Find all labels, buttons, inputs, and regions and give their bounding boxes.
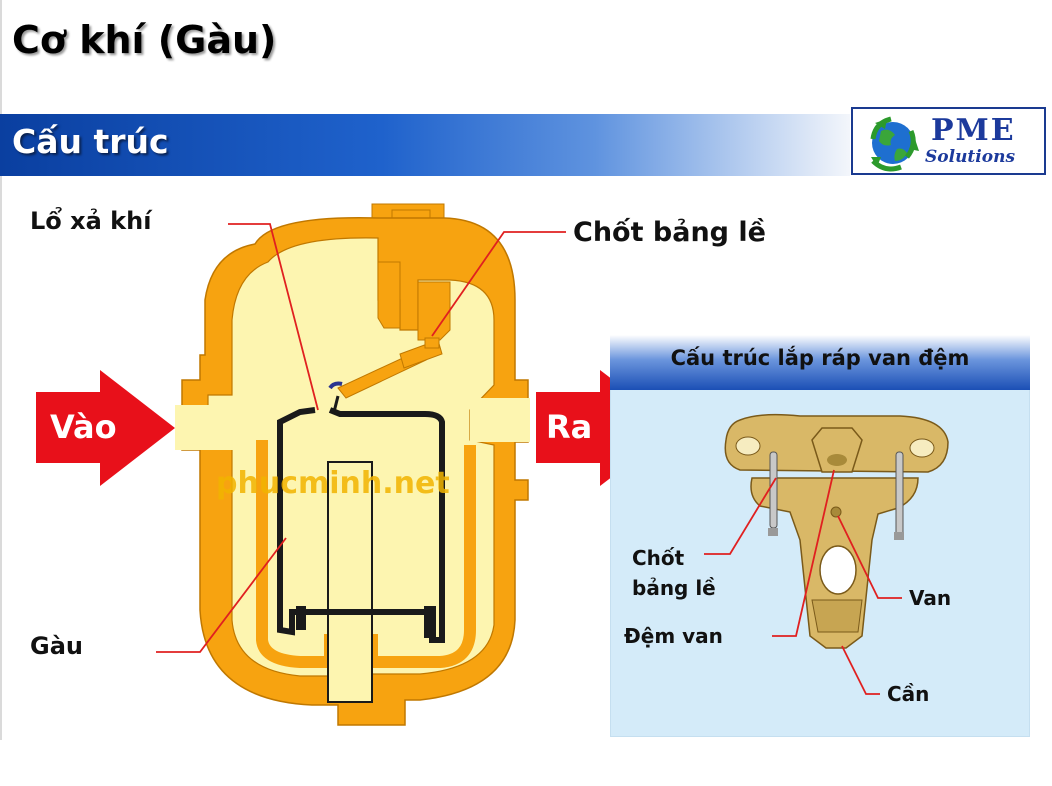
valve-port — [819, 545, 857, 595]
sub-label-hinge-pin-line2: bảng lề — [632, 576, 716, 600]
label-outlet: Ra — [546, 408, 593, 446]
pme-logo: PME Solutions — [851, 107, 1046, 175]
assembly-panel-title: Cấu trúc lắp ráp van đệm — [670, 346, 970, 370]
bucket — [277, 407, 445, 643]
logo-tagline: Solutions — [925, 147, 1016, 167]
hex-nut — [811, 427, 863, 473]
leader-air-vent — [228, 223, 319, 411]
section-bar — [0, 114, 850, 176]
label-bucket: Gàu — [30, 632, 83, 660]
inlet-channel — [175, 405, 235, 450]
section-title: Cấu trúc — [12, 122, 169, 161]
sub-label-valve: Van — [909, 586, 952, 610]
watermark: phucminh.net — [216, 466, 450, 501]
leader-sub-lever — [841, 645, 880, 695]
hinge-pin-left — [769, 451, 778, 529]
sub-label-hinge-pin: Chốt bảng lề — [632, 543, 716, 603]
recycle-globe-icon — [870, 116, 919, 172]
valve-housing — [417, 281, 451, 341]
hinge-pin-right — [895, 451, 904, 537]
sub-label-lever: Cần — [887, 682, 930, 706]
label-hinge-pin: Chốt bảng lề — [573, 217, 766, 248]
sub-label-hinge-pin-line1: Chốt — [632, 546, 685, 570]
assembly-panel-header — [610, 335, 1030, 390]
slide-title: Cơ khí (Gàu) — [12, 18, 277, 62]
standpipe — [327, 461, 373, 703]
inlet-arrow — [36, 370, 175, 486]
label-inlet: Vào — [50, 408, 117, 446]
logo-brand: PME — [931, 113, 1016, 148]
outlet-arrow — [536, 370, 676, 486]
leader-sub-hinge-pin — [704, 477, 777, 555]
sub-label-valve-seat: Đệm van — [624, 624, 723, 648]
leader-bucket — [156, 537, 287, 653]
left-rule — [0, 0, 2, 740]
leader-hinge-pin — [431, 231, 566, 337]
outlet-channel — [470, 398, 530, 442]
leader-sub-valve-seat — [772, 469, 835, 637]
leader-sub-valve — [837, 515, 902, 599]
label-air-vent: Lổ xả khí — [30, 207, 152, 235]
